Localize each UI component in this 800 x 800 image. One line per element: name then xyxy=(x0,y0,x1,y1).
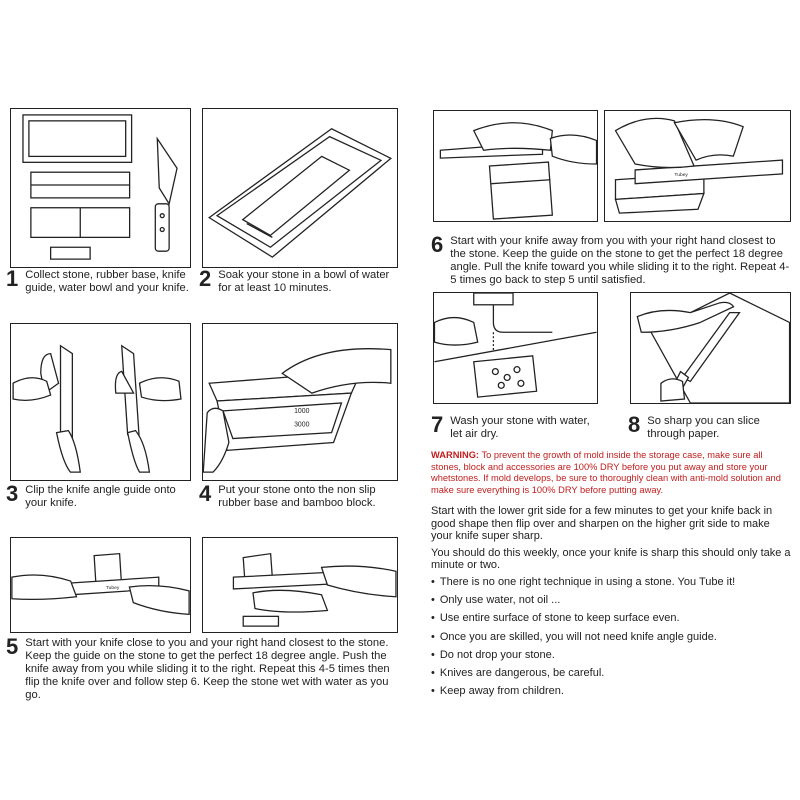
step-text: Put your stone onto the non slip rubber … xyxy=(218,484,376,509)
step-2: 2 Soak your stone in a bowl of water for… xyxy=(199,266,399,295)
list-item: Knives are dangerous, be careful. xyxy=(431,667,791,680)
step-6: 6 Start with your knife away from you wi… xyxy=(431,232,791,287)
illustration-step-5-right xyxy=(202,537,398,633)
step-text: Start with your knife close to you and y… xyxy=(25,637,390,701)
illustration-step-7 xyxy=(433,292,598,404)
list-item: Only use water, not oil ... xyxy=(431,594,791,607)
step-number: 3 xyxy=(6,481,19,506)
clip-guide-illustration xyxy=(12,344,182,473)
step-3: 3 Clip the knife angle guide onto your k… xyxy=(6,481,196,510)
illustration-step-2 xyxy=(202,108,398,268)
step-4: 4 Put your stone onto the non slip rubbe… xyxy=(199,481,399,510)
illustration-step-5-left: Tubey xyxy=(10,537,191,633)
warning-label: WARNING: xyxy=(431,450,480,460)
step-number: 2 xyxy=(199,266,212,291)
step-number: 1 xyxy=(6,266,19,291)
step-text: Clip the knife angle guide onto your kni… xyxy=(25,484,176,509)
step-number: 8 xyxy=(628,412,641,437)
list-item: There is no one right technique in using… xyxy=(431,576,791,589)
slice-paper-illustration xyxy=(636,293,790,403)
list-item: Use entire surface of stone to keep surf… xyxy=(431,612,791,625)
soak-stone-illustration xyxy=(208,128,393,258)
step-number: 6 xyxy=(431,232,444,257)
tip-paragraph-grit: Start with the lower grit side for a few… xyxy=(431,505,773,543)
step-number: 7 xyxy=(431,412,444,437)
warning-text: To prevent the growth of mold inside the… xyxy=(431,450,781,496)
tip-paragraph-frequency: You should do this weekly, once your kni… xyxy=(431,546,791,572)
stone-on-base-illustration: 1000 3000 xyxy=(203,348,392,473)
pull-knife-close-illustration: Tubey xyxy=(614,117,784,214)
mold-warning: WARNING: To prevent the growth of mold i… xyxy=(431,450,791,497)
kit-contents-illustration xyxy=(22,114,178,260)
pull-knife-illustration xyxy=(439,122,597,220)
illustration-step-8 xyxy=(630,292,791,404)
step-1: 1 Collect stone, rubber base, knife guid… xyxy=(6,266,196,295)
push-knife-illustration: Tubey xyxy=(11,552,190,616)
step-text: Collect stone, rubber base, knife guide,… xyxy=(25,269,189,294)
grit-label-1000: 1000 xyxy=(294,408,310,415)
step-number: 5 xyxy=(6,634,19,659)
step-text: Soak your stone in a bowl of water for a… xyxy=(218,269,390,294)
illustration-step-4: 1000 3000 xyxy=(202,323,398,481)
illustration-step-6-left xyxy=(433,110,598,222)
grit-label-3000: 3000 xyxy=(294,422,310,429)
sharpening-tips: Start with the lower grit side for a few… xyxy=(431,505,791,703)
step-text: Start with your knife away from you with… xyxy=(450,235,790,286)
step-text: Wash your stone with water, let air dry. xyxy=(450,415,590,440)
step-8: 8 So sharp you can slice through paper. xyxy=(628,412,793,441)
step-7: 7 Wash your stone with water, let air dr… xyxy=(431,412,601,441)
step-number: 4 xyxy=(199,481,212,506)
illustration-step-1 xyxy=(10,108,191,268)
list-item: Keep away from children. xyxy=(431,685,791,698)
step-text: So sharp you can slice through paper. xyxy=(647,415,760,440)
tips-list: There is no one right technique in using… xyxy=(431,576,791,698)
wash-stone-illustration xyxy=(434,293,597,398)
list-item: Do not drop your stone. xyxy=(431,649,791,662)
brand-mark-text: Tubey xyxy=(674,172,688,178)
list-item: Once you are skilled, you will not need … xyxy=(431,631,791,644)
illustration-step-6-right: Tubey xyxy=(604,110,791,222)
illustration-step-3 xyxy=(10,323,191,481)
step-5: 5 Start with your knife close to you and… xyxy=(6,634,398,702)
brand-mark-text: Tubey xyxy=(106,585,120,591)
slide-knife-illustration xyxy=(232,552,397,627)
